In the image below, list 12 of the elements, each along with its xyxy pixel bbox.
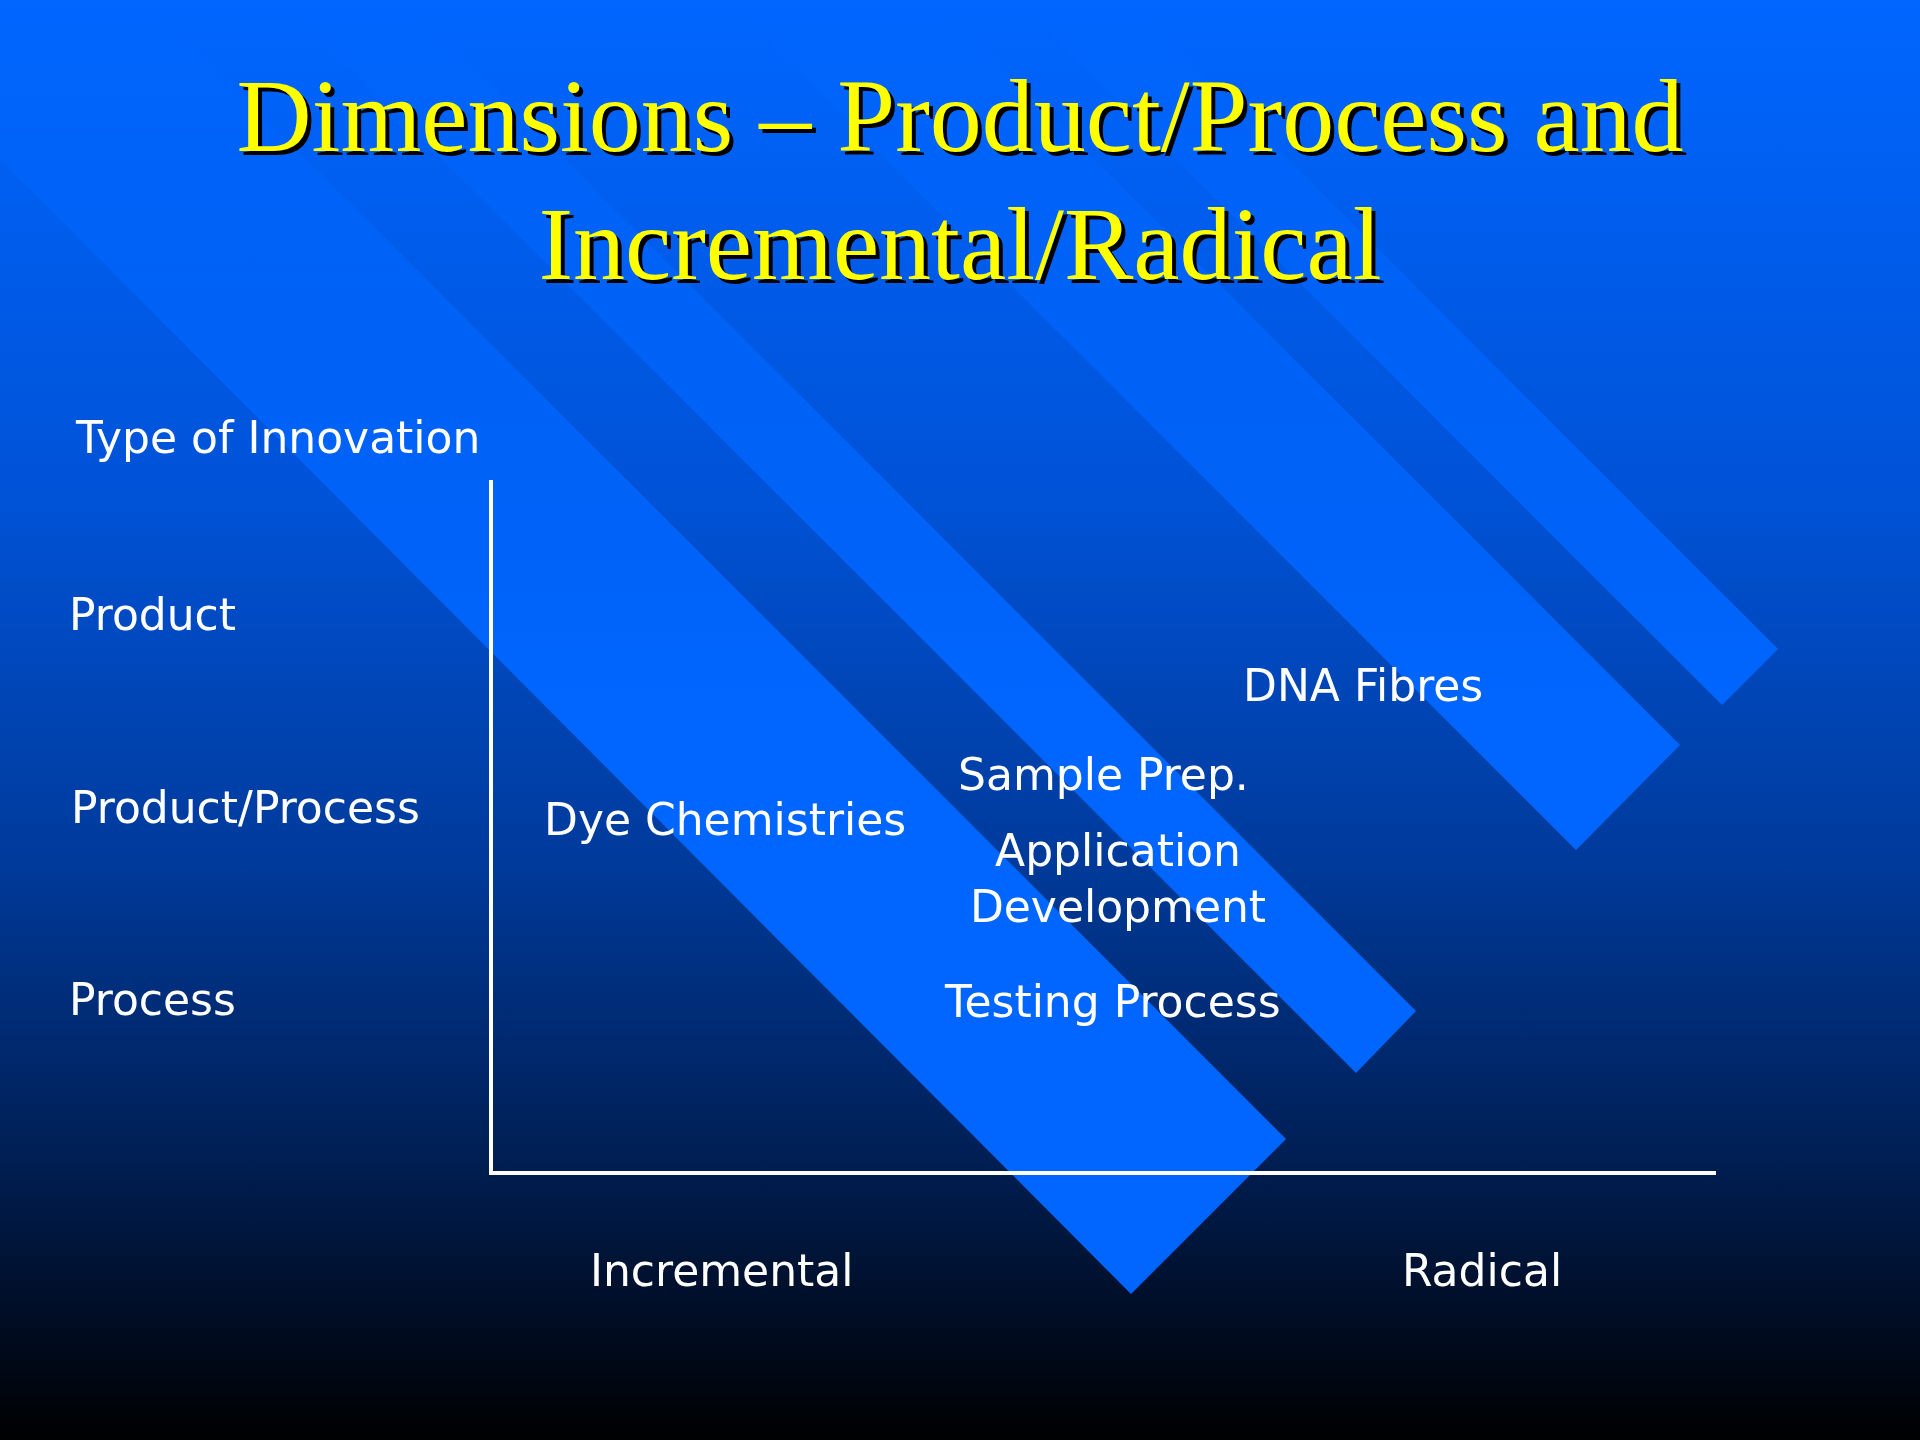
innovation-label: Dye Chemistries [544,793,907,847]
axis-title: Type of Innovation [76,411,481,465]
innovation-label: Sample Prep. [958,748,1249,802]
innovation-label: Testing Process [945,975,1281,1029]
axis-label: Radical [1402,1244,1563,1298]
axis-label: Product [69,588,237,642]
innovation-label: Application Development [968,824,1268,934]
axis-label: Process [69,973,236,1027]
innovation-label: DNA Fibres [1243,659,1484,713]
axis-label: Product/Process [71,781,420,835]
slide-title: Dimensions – Product/Process and Incremental/Radical [235,57,1685,303]
axis-label: Incremental [590,1244,854,1298]
